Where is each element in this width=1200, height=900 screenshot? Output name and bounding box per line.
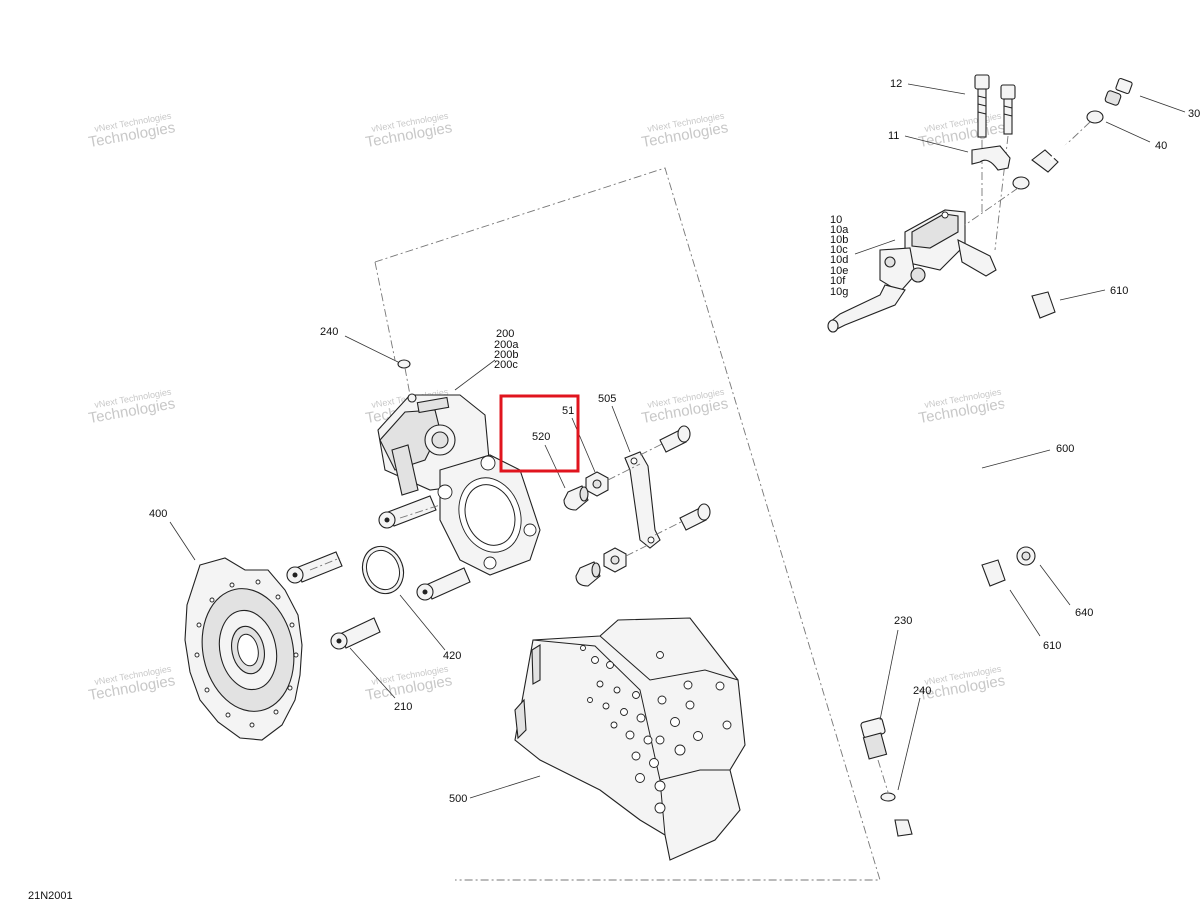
label-10f[interactable]: 10f xyxy=(830,275,846,287)
washer-upper-fitting[interactable] xyxy=(1012,176,1030,190)
assembly-boundary-left xyxy=(374,261,396,361)
label-10b[interactable]: 10b xyxy=(830,234,848,246)
cap-520-lower[interactable] xyxy=(575,561,601,587)
cap-520-upper[interactable] xyxy=(563,485,589,511)
label-240-upper[interactable]: 240 xyxy=(320,326,338,338)
label-230[interactable]: 230 xyxy=(894,615,912,627)
label-200b[interactable]: 200b xyxy=(494,349,518,361)
caliper-bolt-upper[interactable] xyxy=(378,495,437,529)
watermark: vNext Technologies Technologies xyxy=(87,387,176,428)
label-51[interactable]: 51 xyxy=(562,405,574,417)
banjo-bolt-30[interactable] xyxy=(1104,77,1133,106)
diagram-code: 21N2001 xyxy=(28,890,73,900)
watermark: vNext Technologies Technologies xyxy=(640,111,729,152)
watermark: vNext Technologies Technologies xyxy=(87,111,176,152)
label-240-lower[interactable]: 240 xyxy=(913,685,931,697)
brake-disc-400[interactable] xyxy=(184,557,305,741)
watermark: vNext Technologies Technologies xyxy=(917,111,1006,152)
label-10d[interactable]: 10d xyxy=(830,254,848,266)
watermark: vNext Technologies Technologies xyxy=(364,664,453,705)
watermark: vNext Technologies Technologies xyxy=(87,664,176,705)
hose-clip-610-upper[interactable] xyxy=(1031,291,1056,319)
label-610-upper[interactable]: 610 xyxy=(1110,285,1128,297)
label-12[interactable]: 12 xyxy=(890,78,902,90)
washer-40[interactable] xyxy=(1086,110,1104,124)
brake-hose-600[interactable] xyxy=(894,137,1095,837)
label-200a[interactable]: 200a xyxy=(494,339,519,351)
label-505[interactable]: 505 xyxy=(598,393,616,405)
label-600[interactable]: 600 xyxy=(1056,443,1074,455)
watermark: vNext Technologies Technologies xyxy=(917,664,1006,705)
guard-500[interactable] xyxy=(514,617,746,861)
caliper-bolt-lower-420[interactable] xyxy=(416,567,471,601)
upper-hose-fitting[interactable] xyxy=(1031,149,1059,173)
label-500[interactable]: 500 xyxy=(449,793,467,805)
label-640[interactable]: 640 xyxy=(1075,607,1093,619)
assembly-boundary xyxy=(374,167,881,881)
bolt-12-left[interactable] xyxy=(974,74,990,138)
label-210[interactable]: 210 xyxy=(394,701,412,713)
label-40[interactable]: 40 xyxy=(1155,140,1167,152)
highlight-box[interactable] xyxy=(499,394,580,473)
leader-lines xyxy=(169,83,1186,799)
label-200c[interactable]: 200c xyxy=(494,359,518,371)
label-10[interactable]: 10 xyxy=(830,214,842,226)
hose-clip-610-lower[interactable] xyxy=(981,559,1006,587)
label-30[interactable]: 30 xyxy=(1188,108,1200,120)
label-420[interactable]: 420 xyxy=(443,650,461,662)
caliper-bolt-210[interactable] xyxy=(330,617,381,650)
master-cylinder-assembly[interactable] xyxy=(827,74,1133,333)
label-10c[interactable]: 10c xyxy=(830,244,848,256)
label-200[interactable]: 200 xyxy=(496,328,514,340)
caliper-bolt-middle[interactable] xyxy=(286,551,343,584)
watermark: vNext Technologies Technologies xyxy=(364,111,453,152)
handlebar-clamp-11[interactable] xyxy=(971,145,1011,171)
label-400[interactable]: 400 xyxy=(149,508,167,520)
nut-51-upper[interactable] xyxy=(585,471,609,497)
master-cylinder-10[interactable] xyxy=(827,209,997,333)
watermark: vNext Technologies Technologies xyxy=(917,387,1006,428)
sleeve-pin-upper[interactable] xyxy=(659,425,691,453)
o-ring-420[interactable] xyxy=(356,541,410,600)
label-11[interactable]: 11 xyxy=(888,130,899,142)
label-10a[interactable]: 10a xyxy=(830,224,849,236)
label-610-lower[interactable]: 610 xyxy=(1043,640,1061,652)
sleeve-pin-lower[interactable] xyxy=(679,503,711,531)
bolt-12-right[interactable] xyxy=(1000,84,1016,135)
bracket-505[interactable] xyxy=(624,451,661,549)
grommet-640[interactable] xyxy=(1016,546,1036,566)
watermark: vNext Technologies Technologies xyxy=(640,387,729,428)
nut-51-lower[interactable] xyxy=(603,547,627,573)
label-520[interactable]: 520 xyxy=(532,431,550,443)
label-10g[interactable]: 10g xyxy=(830,286,848,298)
part-labels: 12 11 30 40 10 10a 10b 10c 10d 10e 10f 1… xyxy=(149,78,1200,805)
caliper-bracket[interactable] xyxy=(437,454,541,576)
bleeder-washer-240[interactable] xyxy=(397,359,411,369)
banjo-bolt-230[interactable] xyxy=(860,717,888,760)
washer-240-lower[interactable] xyxy=(880,792,896,802)
label-10e[interactable]: 10e xyxy=(830,265,848,277)
